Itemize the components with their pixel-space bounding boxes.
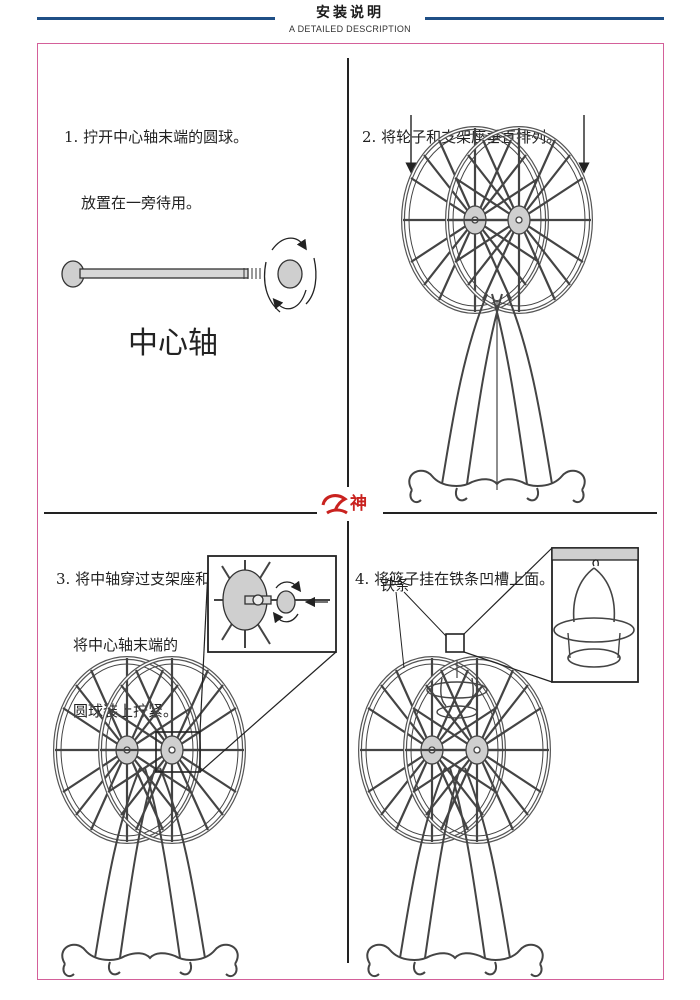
step-4-drawing bbox=[358, 547, 639, 978]
page-subtitle: A DETAILED DESCRIPTION bbox=[289, 24, 411, 34]
header-line-right bbox=[425, 17, 664, 20]
logo-mark-icon bbox=[321, 494, 348, 515]
brand-logo bbox=[317, 487, 383, 521]
step-3-line-2: 将中心轴末端的 bbox=[73, 636, 179, 654]
step-3-drawing bbox=[53, 555, 337, 978]
horizontal-divider-right bbox=[376, 512, 657, 514]
step-2-text: 2. 将轮子和支架座垂直排列。 bbox=[362, 82, 561, 170]
center-axis-label: 中心轴 bbox=[128, 326, 218, 361]
logo-text: 神 bbox=[350, 494, 367, 514]
page-title: 安装说明 bbox=[316, 5, 384, 21]
content-frame bbox=[37, 43, 664, 980]
step-1-text: 1. 拧开中心轴末端的圆球。 放置在一旁待用。 bbox=[64, 82, 248, 236]
step-4-line-1: 4. 将篮子挂在铁条凹槽上面。 bbox=[355, 570, 555, 588]
step-2-line-1: 2. 将轮子和支架座垂直排列。 bbox=[362, 128, 562, 146]
center-axis-drawing bbox=[61, 237, 317, 313]
step-1-line-1: 1. 拧开中心轴末端的圆球。 bbox=[64, 128, 249, 146]
iron-bar-label: 铁条 bbox=[380, 576, 411, 594]
step-1-line-2: 放置在一旁待用。 bbox=[81, 194, 202, 212]
step-4-text: 4. 将篮子挂在铁条凹槽上面。 bbox=[355, 524, 554, 612]
basket-icon bbox=[426, 660, 488, 719]
horizontal-divider-left bbox=[44, 512, 324, 514]
header-line-left bbox=[37, 17, 275, 20]
step-2-drawing bbox=[401, 115, 593, 504]
